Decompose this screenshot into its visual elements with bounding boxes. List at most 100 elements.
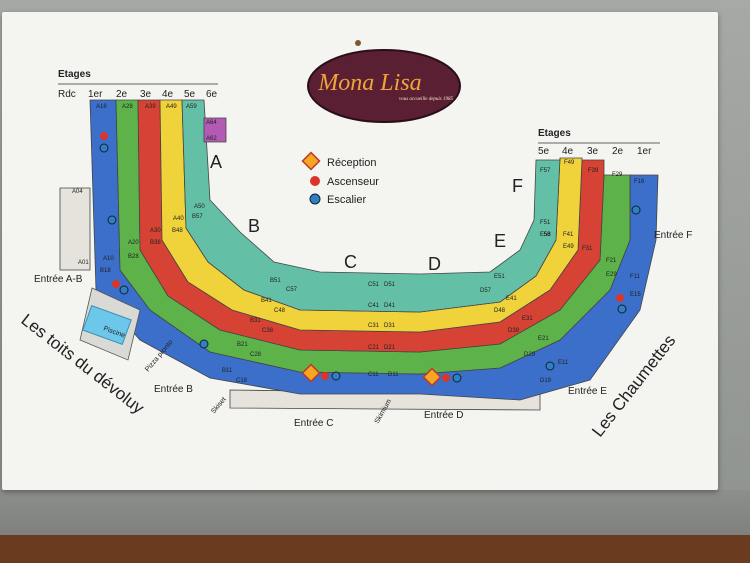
elevator-icon	[321, 372, 329, 380]
building-floors	[59, 99, 659, 411]
svg-text:5e: 5e	[538, 146, 550, 157]
svg-text:F31: F31	[582, 246, 593, 252]
svg-text:3e: 3e	[587, 146, 599, 157]
building-e: E	[494, 231, 506, 251]
svg-text:E31: E31	[522, 316, 533, 322]
svg-text:B48: B48	[172, 228, 183, 234]
svg-text:C51: C51	[368, 282, 380, 288]
svg-text:E29: E29	[606, 272, 617, 278]
svg-text:C38: C38	[262, 328, 274, 334]
svg-text:4e: 4e	[562, 146, 574, 157]
svg-text:C57: C57	[286, 287, 298, 293]
svg-text:A20: A20	[128, 240, 139, 246]
svg-text:5e: 5e	[184, 89, 196, 100]
svg-text:3e: 3e	[140, 89, 152, 100]
elevator-icon	[442, 374, 450, 382]
floors-header-right: Etages 5e 4e 3e 2e 1er	[538, 128, 660, 157]
svg-text:F29: F29	[612, 172, 623, 178]
floors-header-left: Etages Rdc 1er 2e 3e 4e 5e 6e	[58, 69, 218, 100]
map-markers	[99, 132, 641, 387]
svg-text:E15: E15	[630, 292, 641, 298]
svg-text:E58: E58	[540, 232, 551, 238]
svg-text:F16: F16	[634, 179, 645, 185]
pool-area: Piscine	[79, 287, 141, 361]
svg-text:1er: 1er	[88, 89, 103, 100]
svg-text:F21: F21	[606, 258, 617, 264]
svg-text:E11: E11	[558, 360, 569, 366]
reception-icon	[422, 367, 442, 387]
svg-text:D11: D11	[388, 372, 399, 378]
svg-text:Etages: Etages	[538, 128, 571, 139]
legend-item-elevator: Ascenseur	[310, 176, 379, 188]
stairs-icon	[452, 373, 462, 383]
stairs-icon	[99, 143, 109, 153]
svg-text:2e: 2e	[116, 89, 128, 100]
svg-text:C21: C21	[368, 345, 380, 351]
svg-text:A59: A59	[186, 104, 197, 110]
skiset-label: Skiset	[210, 396, 228, 415]
svg-text:E41: E41	[506, 296, 517, 302]
entrances: Entrée A-B Entrée B Entrée C Entrée D En…	[34, 230, 692, 429]
svg-text:D39: D39	[508, 328, 520, 334]
svg-text:B38: B38	[150, 240, 161, 246]
svg-text:Escalier: Escalier	[327, 194, 366, 206]
stairs-icon	[331, 371, 341, 381]
svg-text:A64: A64	[206, 120, 217, 126]
svg-text:D48: D48	[494, 308, 506, 314]
svg-text:Rdc: Rdc	[58, 89, 76, 100]
svg-text:F41: F41	[563, 232, 574, 238]
svg-text:Ascenseur: Ascenseur	[327, 176, 379, 188]
entrance-f: Entrée F	[654, 230, 692, 241]
svg-text:F49: F49	[564, 160, 575, 166]
svg-text:D29: D29	[524, 352, 536, 358]
svg-text:C48: C48	[274, 308, 286, 314]
svg-text:A50: A50	[194, 204, 205, 210]
svg-text:A04: A04	[72, 189, 83, 195]
unit-labels: A18 A28 A39 A49 A59 A64 A62 A04 A01 A10 …	[72, 104, 645, 384]
pin-icon	[355, 40, 361, 46]
stairs-icon	[545, 361, 555, 371]
svg-text:A49: A49	[166, 104, 177, 110]
entrance-ab: Entrée A-B	[34, 274, 83, 285]
building-a: A	[210, 152, 222, 172]
elevator-icon	[100, 132, 108, 140]
svg-text:B31: B31	[250, 318, 261, 324]
svg-text:1er: 1er	[637, 146, 652, 157]
svg-text:C28: C28	[250, 352, 262, 358]
svg-text:B18: B18	[100, 268, 111, 274]
reception-icon	[301, 363, 321, 383]
reception-icon	[301, 151, 321, 171]
svg-text:B41: B41	[261, 298, 272, 304]
svg-text:D19: D19	[540, 378, 552, 384]
svg-text:D51: D51	[384, 282, 396, 288]
svg-text:B11: B11	[222, 368, 233, 374]
svg-text:B21: B21	[237, 342, 248, 348]
svg-text:A28: A28	[122, 104, 133, 110]
svg-text:D31: D31	[384, 323, 396, 329]
legend: Réception Ascenseur Escalier	[301, 151, 379, 206]
svg-text:F57: F57	[540, 168, 551, 174]
svg-text:Réception: Réception	[327, 157, 377, 169]
svg-text:F11: F11	[630, 274, 641, 280]
svg-text:A40: A40	[173, 216, 184, 222]
svg-text:A10: A10	[103, 256, 114, 262]
svg-text:A39: A39	[145, 104, 156, 110]
stairs-icon	[199, 339, 209, 349]
svg-text:F51: F51	[540, 220, 551, 226]
floor-band-5	[181, 99, 561, 313]
floor-band-6	[203, 117, 227, 143]
entrance-d: Entrée D	[424, 410, 463, 421]
stairs-icon	[119, 285, 129, 295]
legend-item-reception: Réception	[301, 151, 377, 171]
stairs-icon	[617, 304, 627, 314]
svg-text:B28: B28	[128, 254, 139, 260]
entrance-c: Entrée C	[294, 418, 333, 429]
wall-lower	[0, 490, 750, 535]
brand-logo: Mona Lisa vous accueille depuis 1985	[307, 40, 461, 123]
svg-text:E51: E51	[494, 274, 505, 280]
svg-text:A18: A18	[96, 104, 107, 110]
building-d: D	[428, 254, 441, 274]
stairs-icon	[107, 215, 117, 225]
stairs-icon	[309, 193, 321, 205]
